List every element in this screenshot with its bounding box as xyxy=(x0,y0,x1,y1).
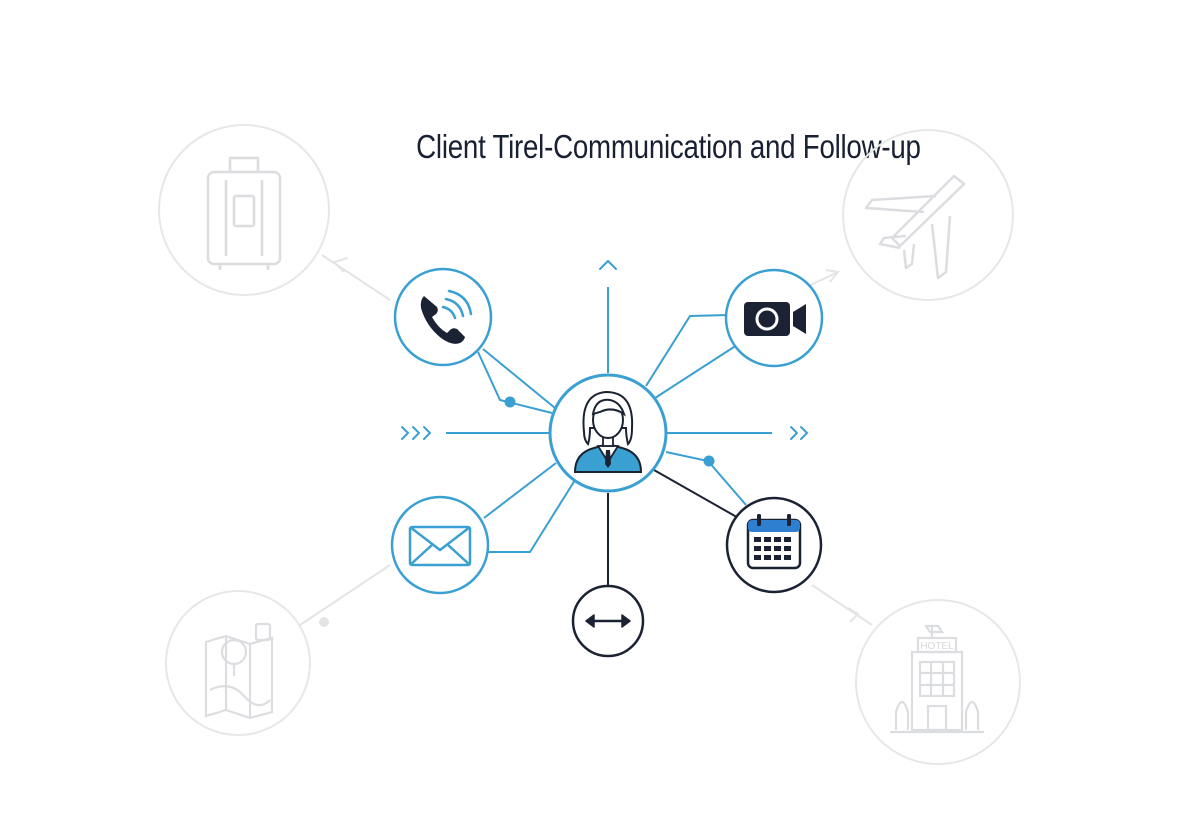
calendar-grid xyxy=(754,537,791,560)
video-node[interactable] xyxy=(724,268,824,368)
connector-map-email xyxy=(299,564,391,626)
connector-phone-a xyxy=(482,348,556,409)
connector-phone-dot xyxy=(504,396,516,408)
connector-email-b xyxy=(484,479,576,553)
main-connectors xyxy=(446,287,772,585)
email-node[interactable] xyxy=(390,495,490,595)
faded-connectors xyxy=(299,254,873,627)
connector-calendar-a xyxy=(653,469,743,521)
flight-node xyxy=(842,129,1014,301)
connector-flight-arrowhead xyxy=(825,269,840,283)
diagram-title: Client Tirel-Communication and Follow-up xyxy=(416,128,921,165)
connector-calendar-dot xyxy=(703,455,715,467)
businesswoman-avatar-icon xyxy=(573,390,643,473)
connector-video-a xyxy=(654,344,738,399)
video-camera-icon xyxy=(744,302,806,336)
map-pin-icon xyxy=(204,622,274,720)
suitcase-icon xyxy=(206,156,282,270)
connector-hotel-arrowhead xyxy=(847,607,860,623)
calendar-icon xyxy=(746,514,802,570)
airplane-icon xyxy=(864,174,966,280)
calendar-node[interactable] xyxy=(725,496,823,594)
connector-luggage-arrowhead xyxy=(332,257,349,273)
connector-map-dot xyxy=(319,617,329,627)
connector-video-b xyxy=(645,314,729,387)
hotel-sign: HOTEL xyxy=(920,641,954,652)
phone-call-icon xyxy=(420,289,473,344)
connector-email-a xyxy=(483,462,557,519)
hotel-node: HOTEL xyxy=(855,599,1021,765)
double-arrow-icon xyxy=(585,614,631,628)
connector-phone-b xyxy=(477,351,553,414)
map-node xyxy=(165,590,311,736)
connector-calendar-hotel xyxy=(811,584,873,626)
luggage-node xyxy=(158,124,330,296)
hotel-building-icon: HOTEL xyxy=(890,624,984,734)
chevrons-right-icon xyxy=(790,426,808,440)
chevrons-right-icon xyxy=(401,426,431,440)
connector-luggage-phone xyxy=(321,254,391,301)
envelope-icon xyxy=(408,525,472,567)
center-node[interactable] xyxy=(548,373,668,493)
chevron-up-icon xyxy=(599,260,617,270)
sync-node[interactable] xyxy=(571,584,645,658)
phone-node[interactable] xyxy=(393,267,493,367)
